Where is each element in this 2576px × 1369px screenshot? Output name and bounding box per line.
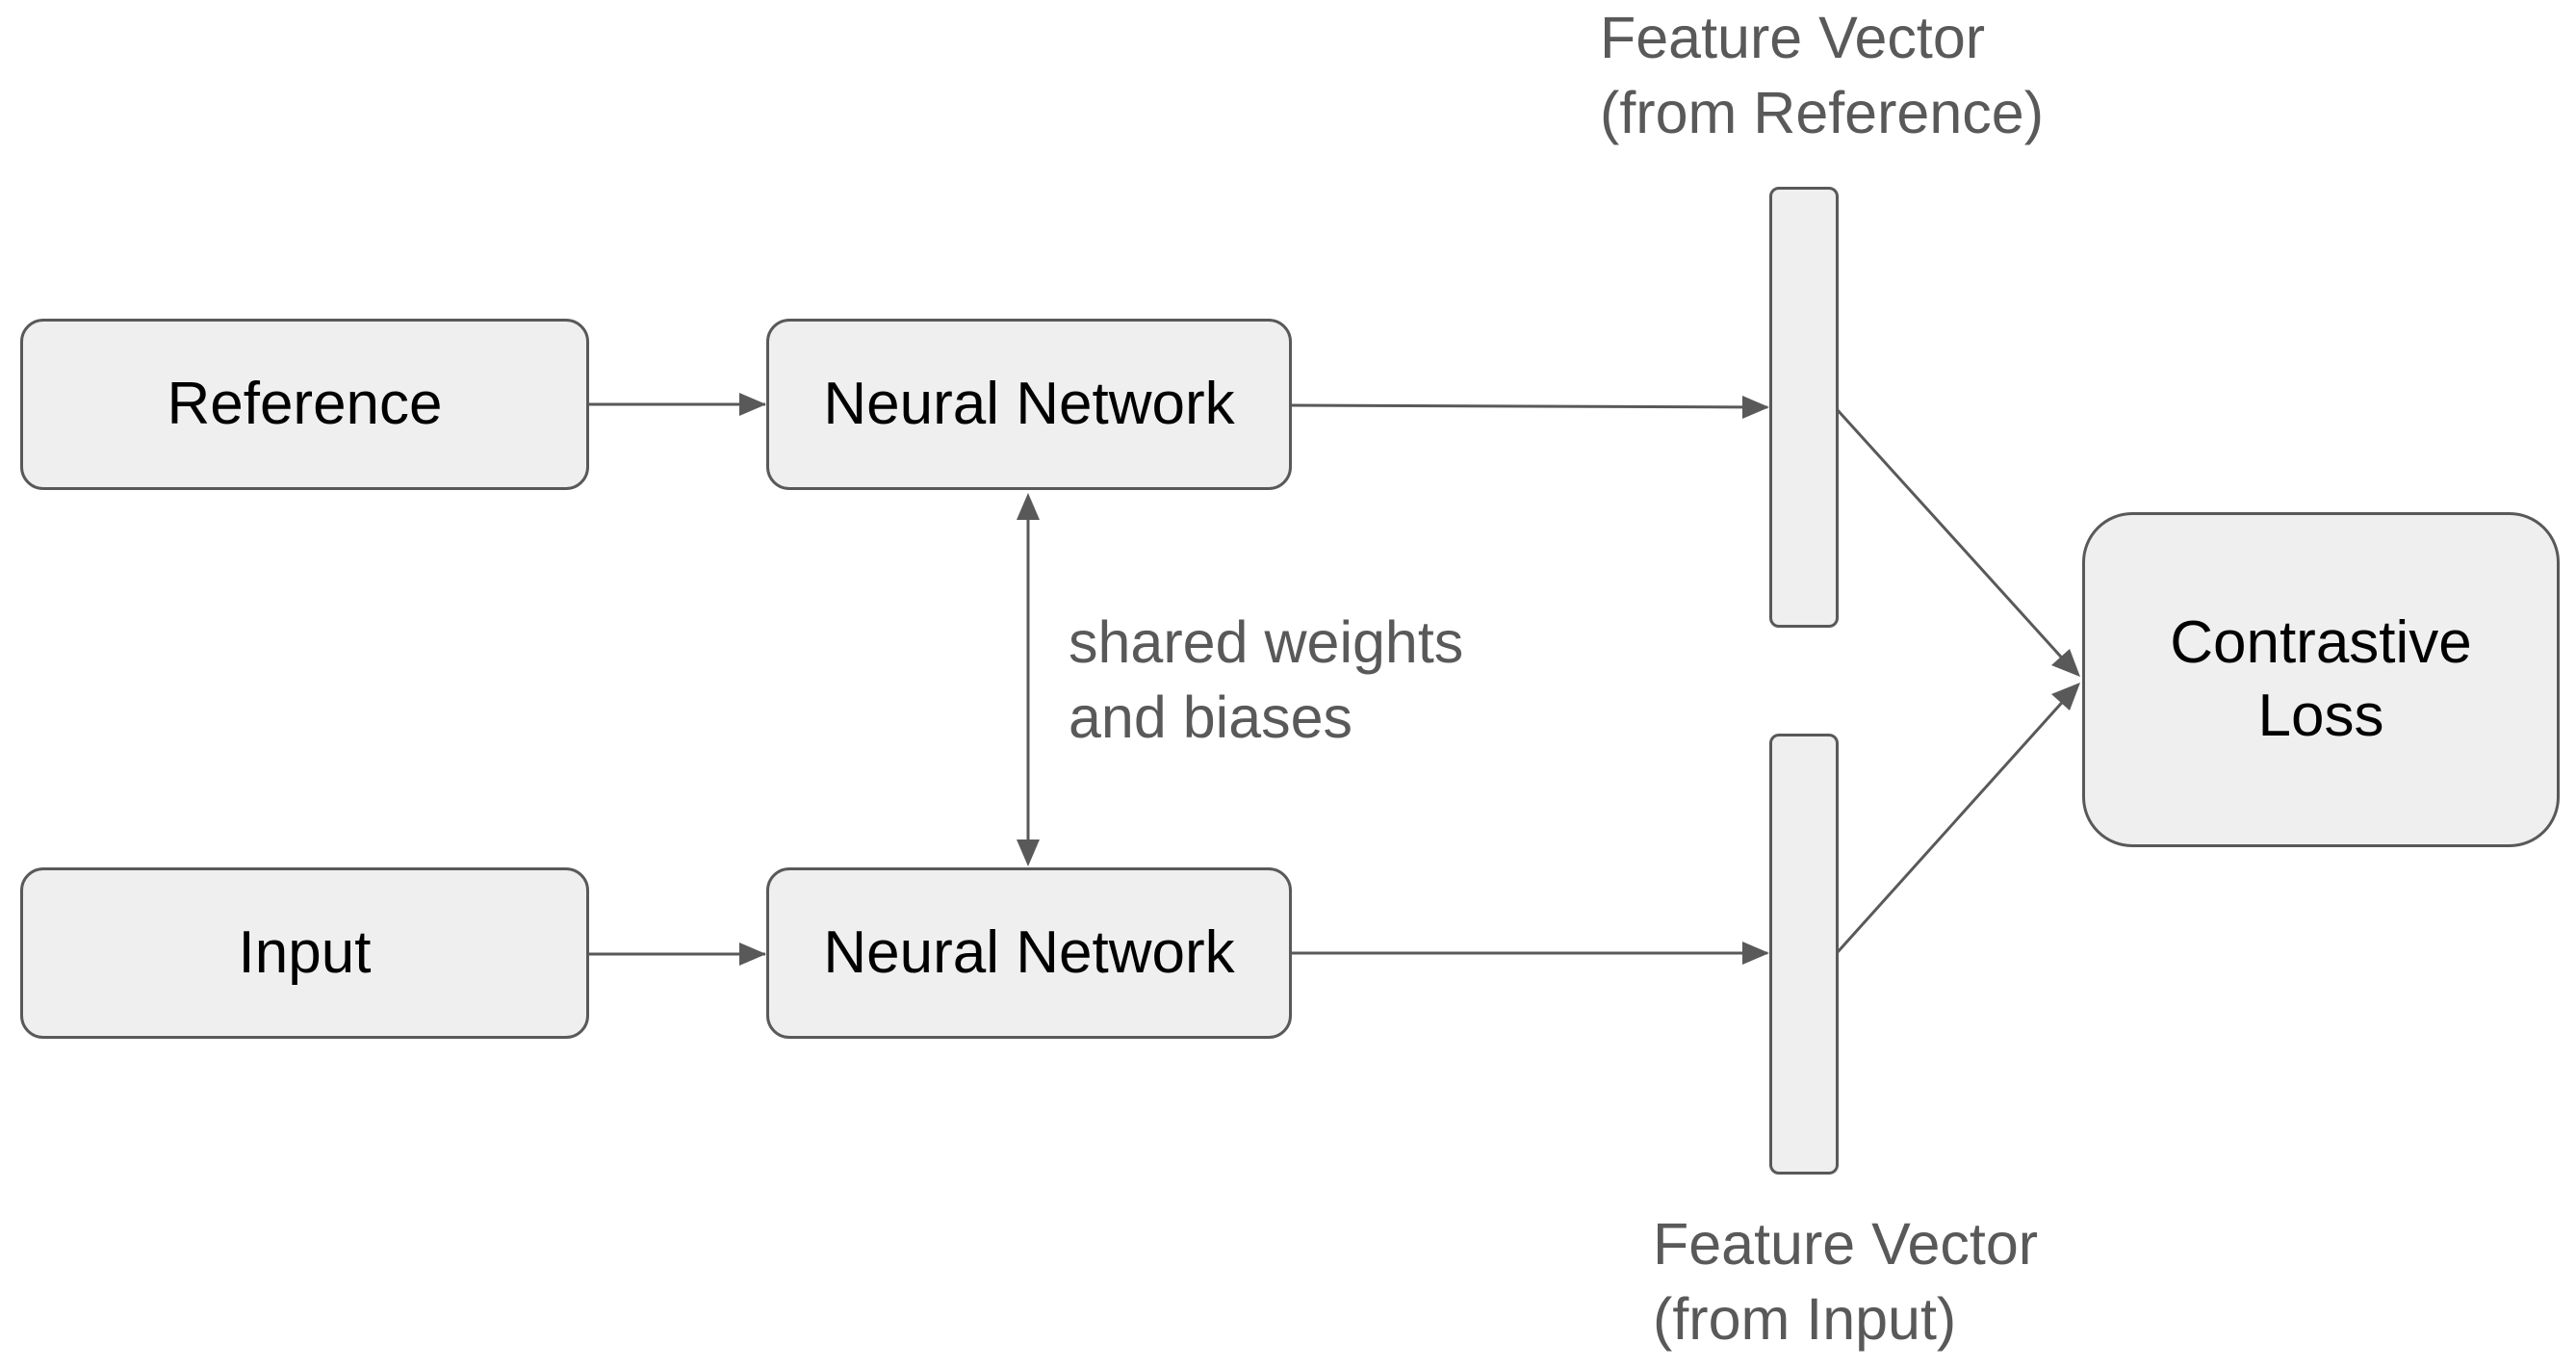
- feature-vector-input-caption-line1: Feature Vector: [1653, 1211, 2039, 1277]
- feature-vector-input: [1769, 734, 1839, 1175]
- feature-vector-reference: [1769, 187, 1839, 628]
- contrastive-loss-label-line1: Contrastive: [2170, 609, 2472, 677]
- arrow-nn-top-to-feature-ref: [1291, 403, 1768, 409]
- neural-network-top-label: Neural Network: [823, 371, 1235, 438]
- arrowhead-shared-up: [1017, 493, 1040, 520]
- shared-weights-caption-line2: and biases: [1069, 684, 1353, 750]
- contrastive-loss-node: Contrastive Loss: [2082, 512, 2560, 847]
- arrowhead-feature-ref-in: [1742, 396, 1769, 419]
- arrowhead-loss-from-input: [2051, 683, 2080, 710]
- arrowhead-loss-from-ref: [2051, 649, 2080, 677]
- reference-node: Reference: [20, 319, 589, 490]
- contrastive-loss-label-line2: Loss: [2257, 683, 2384, 749]
- arrowhead-nn-bottom-in: [739, 943, 766, 966]
- arrowhead-nn-top-in: [739, 393, 766, 416]
- neural-network-top-node: Neural Network: [766, 319, 1292, 490]
- arrowhead-shared-down: [1017, 839, 1040, 866]
- reference-node-label: Reference: [167, 371, 443, 438]
- feature-vector-reference-caption: Feature Vector (from Reference): [1600, 0, 2044, 150]
- feature-vector-input-caption: Feature Vector (from Input): [1653, 1206, 2038, 1356]
- arrow-feature-input-to-loss: [1835, 694, 2070, 955]
- feature-vector-reference-caption-line2: (from Reference): [1600, 80, 2045, 145]
- shared-weights-caption: shared weights and biases: [1069, 605, 1463, 755]
- shared-weights-caption-line1: shared weights: [1069, 609, 1464, 675]
- feature-vector-reference-caption-line1: Feature Vector: [1600, 5, 1986, 70]
- neural-network-bottom-node: Neural Network: [766, 867, 1292, 1039]
- neural-network-bottom-label: Neural Network: [823, 919, 1235, 987]
- input-node: Input: [20, 867, 589, 1039]
- feature-vector-input-caption-line2: (from Input): [1653, 1286, 1957, 1352]
- arrowhead-feature-input-in: [1742, 942, 1769, 965]
- contrastive-loss-label: Contrastive Loss: [2170, 607, 2472, 752]
- input-node-label: Input: [238, 919, 372, 987]
- arrow-feature-ref-to-loss: [1835, 407, 2070, 666]
